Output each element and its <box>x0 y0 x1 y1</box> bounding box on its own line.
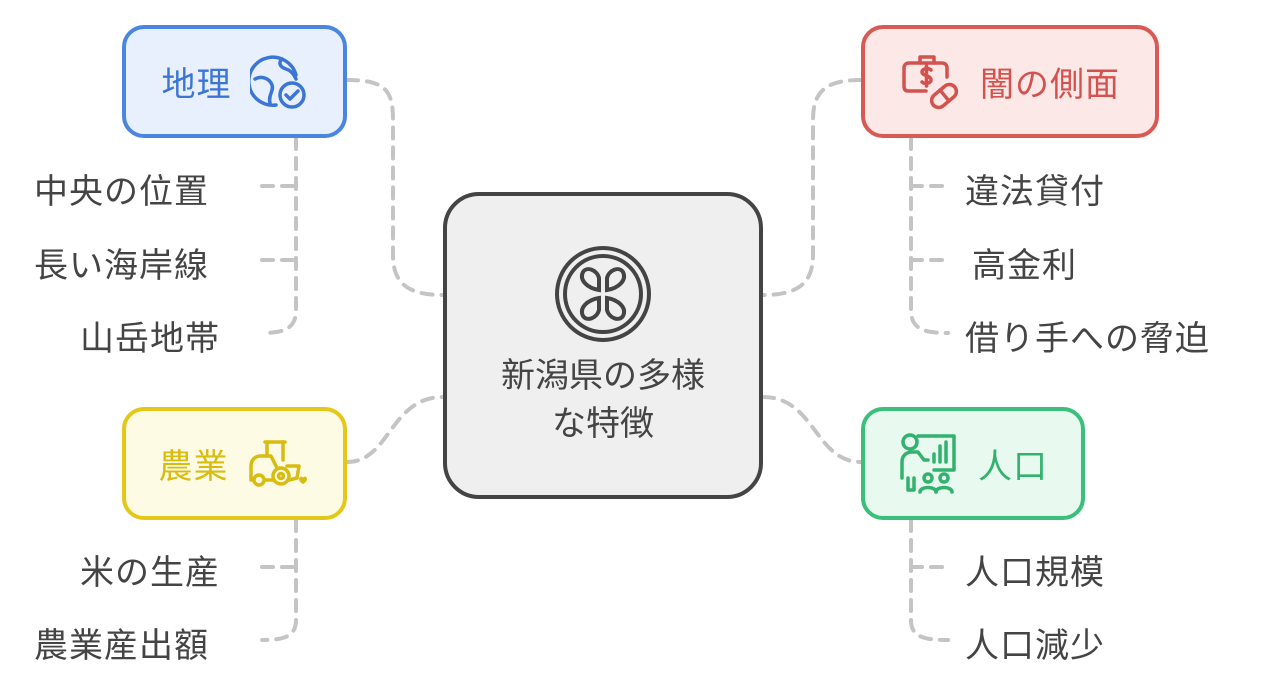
money-bag-pill-icon <box>902 54 959 109</box>
flower-circle-icon <box>555 245 651 342</box>
leaf-geography-central-location: 中央の位置 <box>34 172 209 212</box>
leaf-geography-mountain-region: 山岳地帯 <box>80 319 220 359</box>
leaf-agriculture-rice-production: 米の生産 <box>80 553 220 593</box>
leaf-population-size: 人口規模 <box>965 553 1105 593</box>
branch-agriculture-label: 農業 <box>158 447 229 487</box>
leaf-geography-long-coastline: 長い海岸線 <box>34 246 209 286</box>
tractor-icon <box>248 439 307 487</box>
branch-agriculture[interactable]: 農業 <box>122 407 347 520</box>
branch-geography-label: 地理 <box>161 65 232 105</box>
branch-dark-side[interactable]: 闇の側面 <box>861 25 1159 138</box>
branch-population[interactable]: 人口 <box>861 407 1085 520</box>
leaf-population-decline: 人口減少 <box>965 626 1105 666</box>
branch-population-label: 人口 <box>978 447 1048 487</box>
leaf-agriculture-output-value: 農業産出額 <box>34 626 209 666</box>
globe-check-icon <box>249 54 306 109</box>
center-node[interactable]: 新潟県の多様な特徴 <box>443 192 763 499</box>
leaf-dark-high-interest: 高金利 <box>972 246 1077 286</box>
presenter-group-icon <box>900 432 956 494</box>
center-title: 新潟県の多様な特徴 <box>501 355 705 444</box>
leaf-dark-borrower-threats: 借り手への脅迫 <box>965 319 1210 359</box>
leaf-dark-illegal-lending: 違法貸付 <box>965 172 1105 212</box>
branch-dark-side-label: 闇の側面 <box>980 65 1120 105</box>
branch-geography[interactable]: 地理 <box>122 25 347 138</box>
